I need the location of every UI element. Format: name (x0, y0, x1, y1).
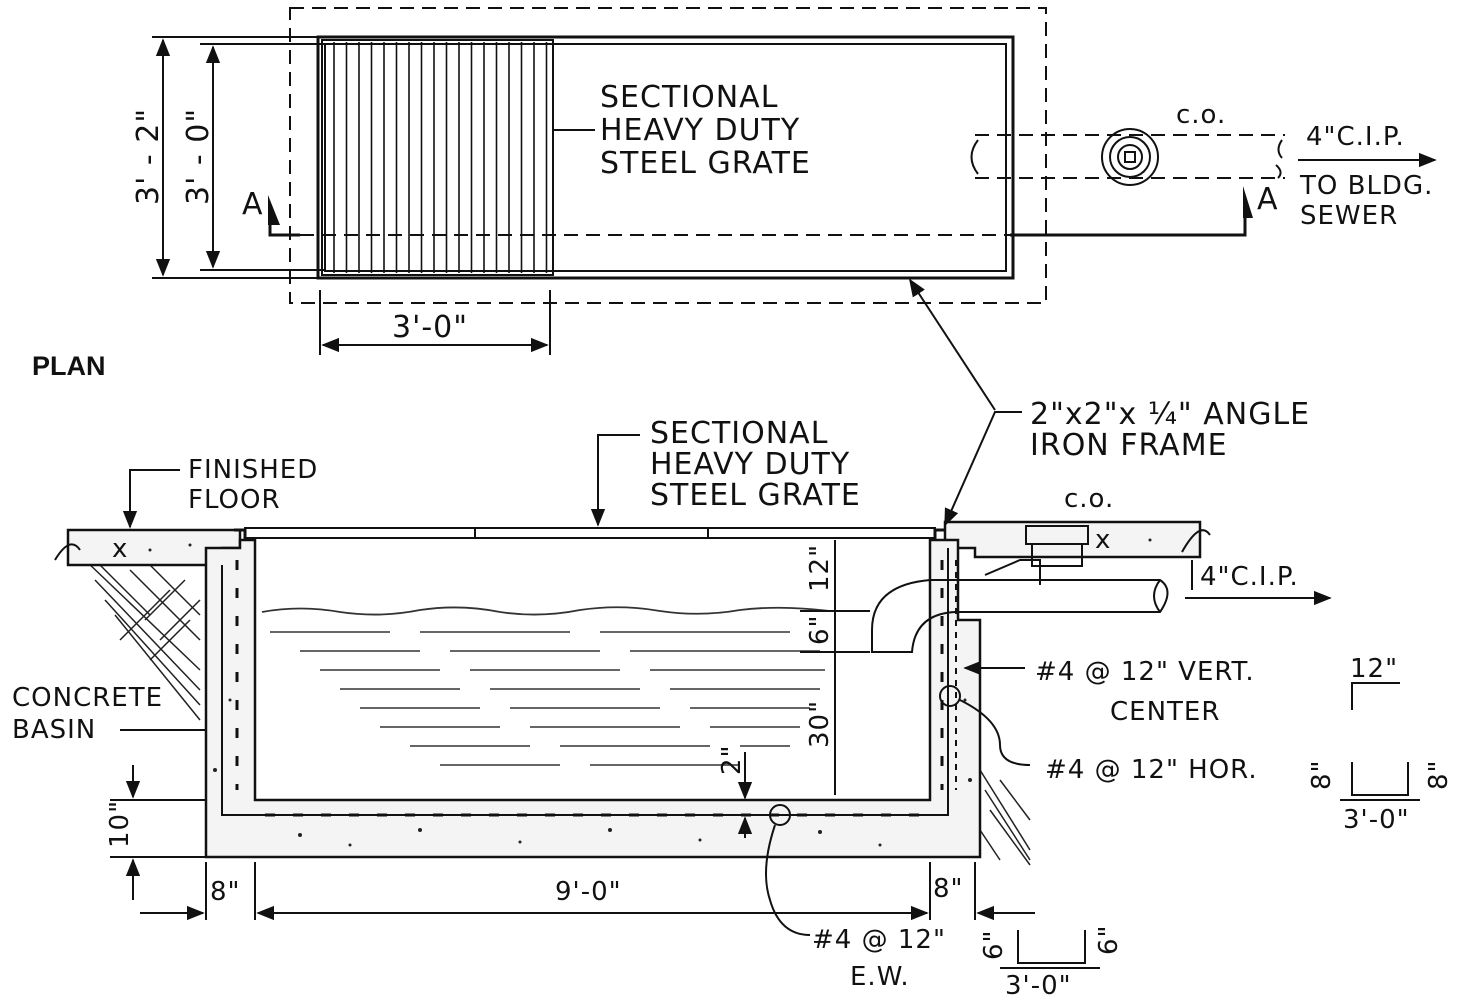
concrete-aggregate (148, 538, 1152, 847)
plan-dim-grate-width: 3'-0" (319, 290, 551, 355)
plan-outlet-opening (970, 139, 979, 175)
svg-text:8": 8" (933, 874, 964, 904)
plan-grate-label-line3: STEEL GRATE (600, 146, 811, 181)
section-grate-label-line2: HEAVY DUTY (650, 447, 850, 482)
basin-inner-rebar-line (221, 548, 949, 816)
plan-cleanout-symbol (1101, 128, 1159, 186)
rebar-vert-line2: CENTER (1110, 697, 1220, 727)
svg-text:8": 8" (210, 877, 241, 907)
section-mark-right: A (1257, 182, 1279, 217)
section-grate-label-line1: SECTIONAL (650, 416, 828, 451)
svg-text:30": 30" (805, 700, 835, 748)
dim-vertical-inside: 12" 6" 30" (800, 540, 870, 795)
svg-text:12": 12" (805, 544, 835, 592)
finished-floor-leader (122, 469, 180, 529)
finished-floor-line2: FLOOR (188, 485, 281, 515)
dim-10in: 10" (105, 765, 206, 900)
slab-break-right (1181, 529, 1211, 553)
plan-to-sewer-line2: SEWER (1300, 201, 1398, 231)
svg-text:6": 6" (979, 929, 1009, 960)
plan-inner-frame (324, 43, 1007, 272)
dim-2in: 2" (717, 744, 753, 838)
plan-title: PLAN (32, 351, 106, 381)
rebar-vert-line1: #4 @ 12" VERT. (1035, 657, 1255, 687)
angle-frame-right (933, 528, 946, 540)
finished-floor-line1: FINISHED (188, 455, 318, 485)
plan-outer-dashed-outline (289, 7, 1047, 304)
plan-frame-leader (909, 278, 996, 411)
plan-grate (321, 39, 554, 276)
svg-text:6": 6" (1094, 924, 1124, 955)
svg-text:3'-0": 3'-0" (1343, 805, 1410, 835)
svg-text:8": 8" (1307, 759, 1337, 790)
rebar-ew-symbol (769, 804, 791, 826)
plan-dim-outer: 3' - 2" (131, 36, 318, 279)
svg-text:3'-0": 3'-0" (392, 310, 468, 345)
angle-frame-line1: 2"x2"x ¼" ANGLE (1030, 397, 1310, 432)
section-cleanout-label: c.o. (1064, 484, 1114, 514)
angle-frame-leader (944, 411, 1022, 527)
section-cleanout (984, 525, 1089, 585)
rebar-ew-line2: E.W. (850, 962, 910, 992)
section-grate-label-line3: STEEL GRATE (650, 478, 861, 513)
section-view: x x c.o. 4"C.I.P. FINISHED FLOOR SECTION (12, 397, 1332, 992)
concrete-basin-line2: BASIN (12, 715, 96, 745)
angle-frame-line2: IRON FRAME (1030, 428, 1228, 463)
section-grate (244, 527, 936, 539)
plan-dim-inner: 3' - 0" (181, 43, 325, 271)
section-pipe-label: 4"C.I.P. (1200, 562, 1299, 592)
rebar-detail-ew: 6" 6" 3'-0" (979, 924, 1124, 1001)
rebar-ew-line1: #4 @ 12" (812, 925, 946, 955)
svg-text:x: x (112, 534, 128, 564)
angle-frame-left (234, 528, 247, 540)
dim-bottom: 8" 9'-0" 8" (140, 862, 1035, 921)
rebar-hor-symbol (939, 685, 961, 707)
plan-cleanout-label: c.o. (1176, 100, 1226, 130)
svg-text:x: x (1095, 525, 1111, 555)
svg-text:3'-0": 3'-0" (1005, 971, 1072, 996)
svg-text:3' - 0": 3' - 0" (181, 108, 216, 205)
plan-view: A A c.o. 4"C.I.P. TO BLDG. SEWER SECTION… (32, 7, 1437, 381)
section-grate-leader (590, 434, 640, 527)
rebar-hor-label: #4 @ 12" HOR. (1045, 755, 1258, 785)
water-body (270, 631, 825, 766)
plan-pipe-break (1275, 139, 1283, 179)
svg-text:10": 10" (105, 800, 135, 848)
section-arrow-left (268, 195, 280, 225)
outlet-pipe (871, 579, 1169, 653)
rebar-detail-vert: 12" 8" 8" 3'-0" (1307, 654, 1454, 835)
plan-pipe-label: 4"C.I.P. (1306, 122, 1405, 152)
basin-concrete (204, 538, 982, 859)
svg-text:12": 12" (1350, 654, 1398, 684)
svg-text:9'-0": 9'-0" (555, 877, 622, 907)
section-mark-left: A (242, 187, 264, 222)
svg-text:8": 8" (1424, 759, 1454, 790)
plan-angle-frame (316, 35, 1015, 280)
water-surface (261, 606, 870, 616)
concrete-basin-line1: CONCRETE (12, 683, 163, 713)
floor-slab-right (943, 520, 1202, 559)
earth-hatch-left (84, 559, 201, 721)
plan-grate-label-line1: SECTIONAL (600, 80, 778, 115)
section-arrow-right (1243, 186, 1253, 218)
plan-grate-label-line2: HEAVY DUTY (600, 113, 800, 148)
earth-hatch-right (979, 769, 1031, 866)
svg-text:6": 6" (805, 614, 835, 645)
svg-text:3' - 2": 3' - 2" (131, 108, 166, 205)
plan-to-sewer-line1: TO BLDG. (1299, 171, 1433, 201)
svg-text:2": 2" (717, 744, 747, 775)
slab-break-left (54, 543, 81, 561)
